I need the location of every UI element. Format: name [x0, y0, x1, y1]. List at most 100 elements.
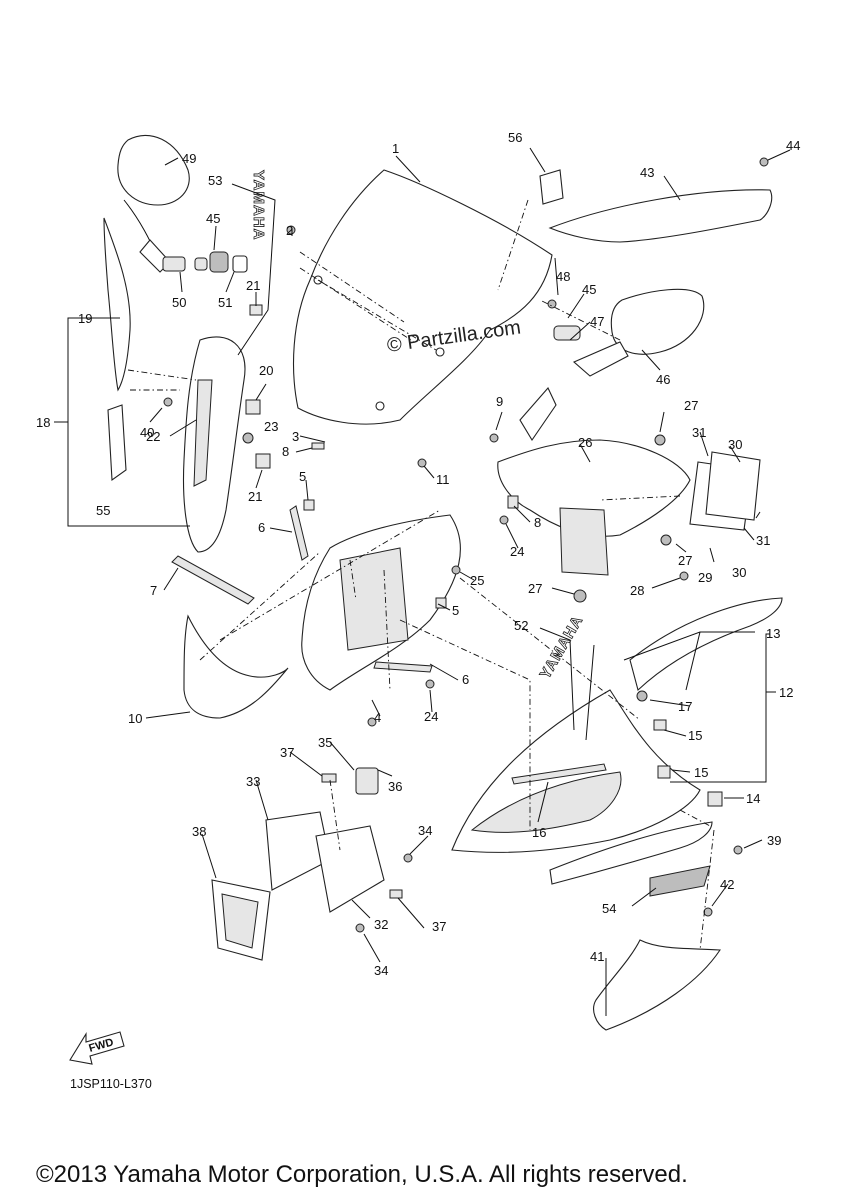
callout-label: 50 [172, 295, 186, 310]
callout-label: 35 [318, 735, 332, 750]
callout-label: 11 [436, 472, 450, 487]
callout-label: 46 [656, 372, 670, 387]
callout-label: 3 [292, 429, 299, 444]
callout-label: 44 [786, 138, 800, 153]
callout-label: 23 [264, 419, 278, 434]
brand-label-left: YAMAHA [250, 170, 267, 240]
part-53-yamaha-decal-left: YAMAHA [250, 170, 268, 241]
callout-label: 8 [534, 515, 541, 530]
callout-label: 52 [514, 618, 528, 633]
callout-label: 34 [374, 963, 388, 978]
fwd-arrow-icon: FWD [69, 1031, 125, 1065]
part-43-trim-panel [548, 189, 773, 243]
callout-label: 34 [418, 823, 432, 838]
callout-label: 55 [96, 503, 110, 518]
callout-label: 36 [388, 779, 402, 794]
callout-label: 6 [462, 672, 469, 687]
callout-label: 42 [720, 877, 734, 892]
callout-label: 12 [779, 685, 793, 700]
callout-label: 15 [694, 765, 708, 780]
part-45-left-grommet [194, 251, 248, 273]
part-1-windshield [293, 169, 553, 425]
hardware-fasteners [163, 157, 769, 933]
callout-label: 40 [140, 425, 154, 440]
callout-label: 49 [182, 151, 196, 166]
callout-label: 45 [582, 282, 596, 297]
callout-label: 21 [246, 278, 260, 293]
diagram-code: 1JSP110-L370 [70, 1077, 152, 1091]
callout-label: 53 [208, 173, 222, 188]
part-13-upper-trim [629, 597, 783, 692]
part-7-strip [171, 555, 255, 605]
callout-label: 10 [128, 711, 142, 726]
callout-label: 41 [590, 949, 604, 964]
callout-label: 20 [259, 363, 273, 378]
callout-label: 48 [556, 269, 570, 284]
callout-label: 47 [590, 314, 604, 329]
part-10-lower-piece [183, 614, 289, 719]
callout-label: 5 [452, 603, 459, 618]
callout-label: 45 [206, 211, 220, 226]
part-56-decal [539, 169, 564, 205]
part-4-inner-cowl [301, 514, 461, 691]
callout-label: 15 [688, 728, 702, 743]
callout-label: 25 [470, 573, 484, 588]
callout-label: 54 [602, 901, 616, 916]
callout-label: 37 [280, 745, 294, 760]
callout-label: 22 [146, 429, 160, 444]
callout-label: 7 [150, 583, 157, 598]
callout-label: 9 [496, 394, 503, 409]
callout-label: 31 [756, 533, 770, 548]
callout-label: 8 [282, 444, 289, 459]
callout-label: 16 [532, 825, 546, 840]
callout-label: 19 [78, 311, 92, 326]
callout-label: 1 [392, 141, 399, 156]
callout-label: 39 [767, 833, 781, 848]
callout-label: 43 [640, 165, 654, 180]
callout-label: 13 [766, 626, 780, 641]
part-12-right-side-cowl [451, 689, 713, 885]
part-55-panel [107, 404, 127, 482]
callout-label: 5 [299, 469, 306, 484]
callout-label: 33 [246, 774, 260, 789]
part-49-left-mirror [117, 134, 190, 273]
callout-label: 37 [432, 919, 446, 934]
assembly-dash-lines [127, 199, 715, 951]
callout-label: 18 [36, 415, 50, 430]
part-46-right-mirror [553, 288, 705, 377]
callout-label: 6 [258, 520, 265, 535]
part-41-lower-panel [593, 939, 721, 1031]
leader-lines [54, 147, 791, 1016]
callout-label: 51 [218, 295, 232, 310]
callout-label: 21 [248, 489, 262, 504]
part-54-pad [649, 865, 711, 897]
part-26-bracket-assembly [497, 387, 691, 576]
part-35-clip [355, 767, 379, 795]
callout-label: 27 [678, 553, 692, 568]
part-19-side-strip [103, 217, 131, 392]
callout-label: 4 [374, 710, 381, 725]
callout-label: 24 [424, 709, 438, 724]
callout-label: 28 [630, 583, 644, 598]
callout-label: 26 [578, 435, 592, 450]
callout-label: 30 [732, 565, 746, 580]
part-33-intake-duct [265, 811, 385, 913]
callout-label: 32 [374, 917, 388, 932]
part-38-intake-grille [211, 879, 271, 961]
callout-label: 38 [192, 824, 206, 839]
part-22-left-side-cowl [182, 336, 246, 553]
callout-label: 29 [698, 570, 712, 585]
callout-labels: 1 2 3 4 5 5 6 6 7 8 8 9 10 11 12 13 14 1… [36, 130, 800, 978]
callout-label: 56 [508, 130, 522, 145]
callout-label: 31 [692, 425, 706, 440]
callout-label: 24 [510, 544, 524, 559]
callout-label: 2 [286, 223, 293, 238]
callout-label: 17 [678, 699, 692, 714]
callout-label: 14 [746, 791, 760, 806]
callout-label: 27 [528, 581, 542, 596]
callout-label: 30 [728, 437, 742, 452]
part-31-air-duct [689, 451, 761, 531]
copyright-notice: ©2013 Yamaha Motor Corporation, U.S.A. A… [36, 1161, 688, 1188]
callout-label: 27 [684, 398, 698, 413]
